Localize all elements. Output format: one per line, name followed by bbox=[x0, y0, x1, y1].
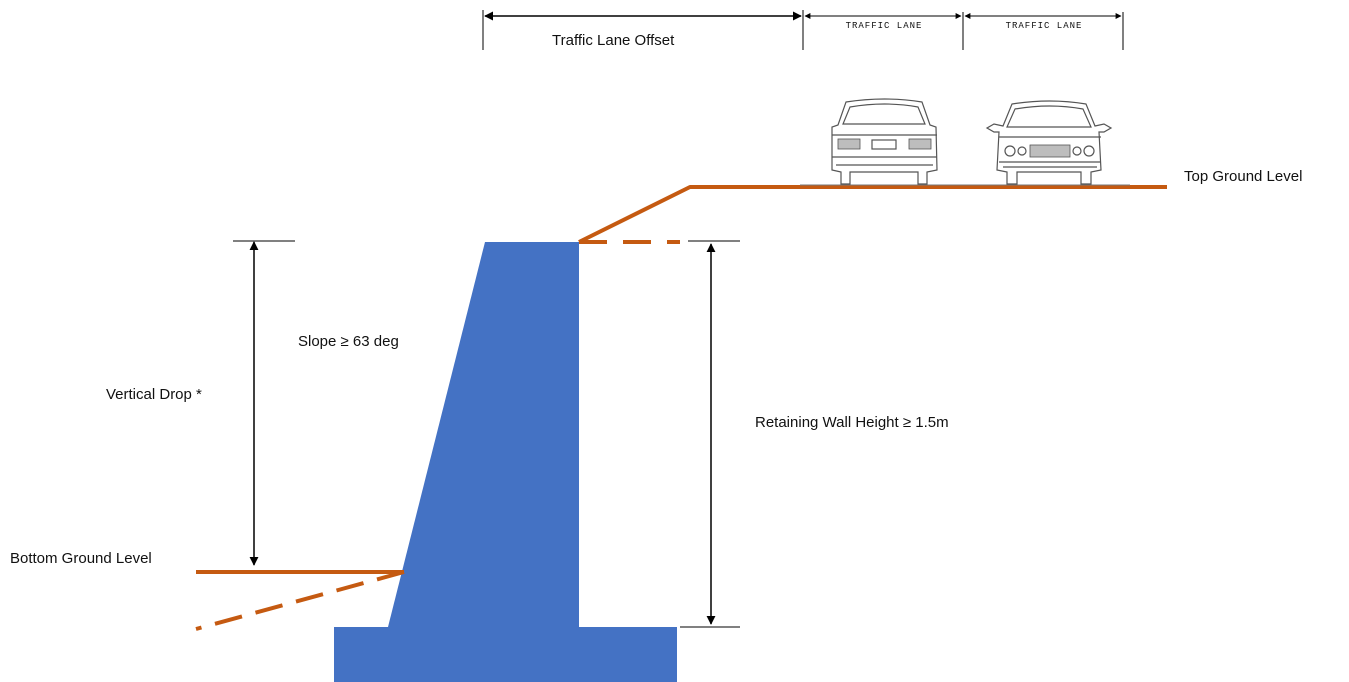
top-ground-line bbox=[578, 185, 1167, 244]
bottom-ground-dashed-slope bbox=[195, 570, 405, 631]
traffic-lane-offset-label: Traffic Lane Offset bbox=[552, 32, 675, 49]
slope-label: Slope ≥ 63 deg bbox=[298, 333, 399, 350]
car-rear-icon bbox=[831, 98, 938, 185]
retaining-wall-stem bbox=[388, 242, 579, 627]
traffic-lane-2-label: TRAFFIC LANE bbox=[1006, 21, 1083, 31]
vertical-drop-label: Vertical Drop * bbox=[106, 386, 202, 403]
retaining-wall-footing bbox=[334, 627, 677, 682]
car-front-icon bbox=[985, 100, 1113, 185]
traffic-lane-1-label: TRAFFIC LANE bbox=[846, 21, 923, 31]
top-ground-level-label: Top Ground Level bbox=[1184, 168, 1302, 185]
retaining-wall-height-label: Retaining Wall Height ≥ 1.5m bbox=[755, 414, 949, 431]
bottom-ground-level-label: Bottom Ground Level bbox=[10, 550, 152, 567]
